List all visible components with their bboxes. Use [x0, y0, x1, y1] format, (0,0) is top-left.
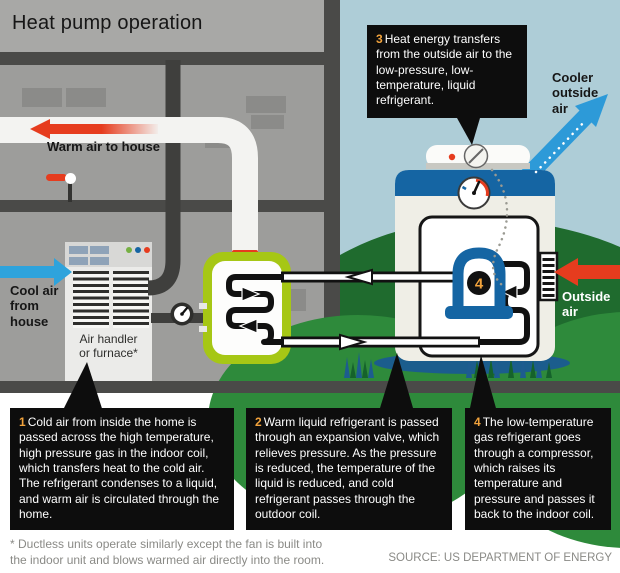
status-light-green — [126, 247, 132, 253]
outside-air-label: Outside air — [562, 289, 611, 320]
wall-beam — [0, 200, 325, 212]
air-handler-filter — [69, 257, 88, 265]
callout-3-number: 3 — [376, 32, 383, 46]
brick — [22, 88, 62, 107]
source: SOURCE: US DEPARTMENT OF ENERGY — [388, 552, 612, 564]
house-wall-edge — [324, 0, 340, 381]
page-title: Heat pump operation — [12, 12, 203, 34]
wall-top-plate — [0, 52, 325, 65]
air-handler-filter — [90, 246, 109, 254]
air-handler-filter — [69, 246, 88, 254]
status-light-red — [144, 247, 150, 253]
callout-4-text: The low-temperature gas refrigerant goes… — [474, 415, 595, 522]
air-handler-label: Air handler or furnace* — [79, 332, 138, 360]
callout-2-number: 2 — [255, 415, 262, 429]
title-band — [0, 0, 325, 52]
brick — [290, 327, 306, 347]
air-handler-vent-left — [73, 271, 109, 328]
air-handler-vent-right — [113, 271, 149, 328]
air-handler-filter — [90, 257, 109, 265]
brick — [66, 88, 106, 107]
brick — [205, 132, 248, 148]
callout-1-number: 1 — [19, 415, 26, 429]
warm-air-label: Warm air to house — [47, 139, 160, 154]
callout-2-text: Warm liquid refrigerant is passed throug… — [255, 415, 440, 522]
footnote: * Ductless units operate similarly excep… — [10, 537, 325, 567]
cool-air-label: Cool air from house — [10, 283, 59, 329]
callout-1-text: Cold air from inside the home is passed … — [19, 415, 220, 522]
brick — [246, 96, 286, 113]
callout-3-text: Heat energy transfers from the outside a… — [376, 32, 513, 108]
brick — [290, 289, 306, 311]
brick — [251, 115, 284, 129]
status-light-blue — [135, 247, 141, 253]
floor-band — [0, 381, 620, 393]
cooler-outside-air-label: Cooler outside air — [552, 70, 599, 116]
callout-4-number: 4 — [474, 415, 481, 429]
